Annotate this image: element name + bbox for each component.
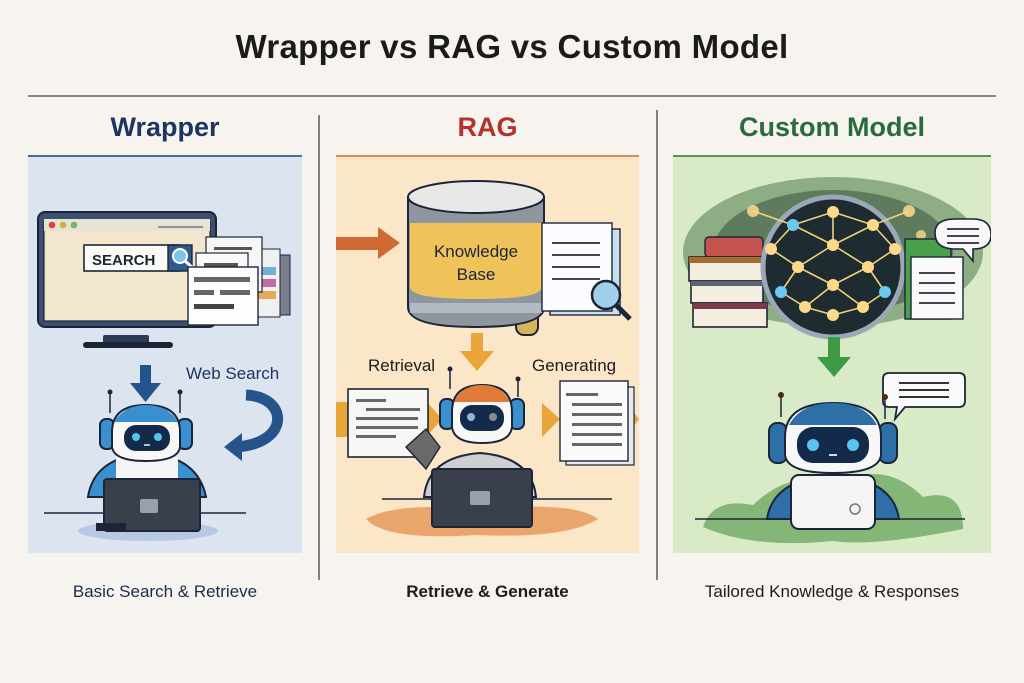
rag-title: RAG — [457, 112, 518, 142]
column-divider-1 — [318, 115, 320, 580]
speech-bubble-icon — [882, 372, 966, 423]
title-divider — [28, 95, 996, 97]
down-arrow-icon — [460, 333, 494, 371]
document-stack-icon — [187, 236, 291, 326]
retrieval-document-icon — [336, 388, 442, 458]
wrapper-panel: SEARCH — [28, 155, 302, 553]
svg-text:SEARCH: SEARCH — [92, 252, 155, 269]
books-icon — [688, 236, 768, 328]
laptop-icon — [44, 478, 246, 541]
custom-model-title: Custom Model — [739, 112, 925, 142]
column-divider-2 — [656, 110, 658, 580]
document-icon — [904, 238, 964, 320]
web-search-label: Web Search — [186, 364, 279, 383]
wrapper-caption: Basic Search & Retrieve — [72, 582, 258, 601]
svg-text:Knowledge: Knowledge — [434, 242, 518, 261]
database-icon: Knowledge Base — [407, 180, 545, 336]
generating-label: Generating — [532, 356, 616, 375]
magnifier-icon — [590, 279, 632, 321]
wrapper-title: Wrapper — [110, 112, 220, 142]
rag-caption: Retrieve & Generate — [406, 582, 569, 601]
retrieval-label: Retrieval — [368, 356, 435, 375]
down-arrow-icon — [817, 337, 851, 377]
right-arrow-icon — [336, 227, 400, 259]
down-arrow-icon — [130, 365, 161, 402]
robot-icon — [765, 392, 901, 530]
neural-network-icon — [747, 194, 926, 340]
generated-document-icon — [542, 380, 639, 466]
rag-panel: Knowledge Base Retrieval Generating — [336, 155, 639, 553]
custom-model-panel — [673, 155, 991, 553]
custom-model-caption: Tailored Knowledge & Responses — [704, 582, 960, 601]
laptop-icon — [366, 468, 612, 537]
svg-text:Base: Base — [457, 265, 496, 284]
pen-icon — [405, 427, 441, 471]
main-title: Wrapper vs RAG vs Custom Model — [235, 28, 789, 65]
curved-arrow-icon — [224, 389, 284, 461]
